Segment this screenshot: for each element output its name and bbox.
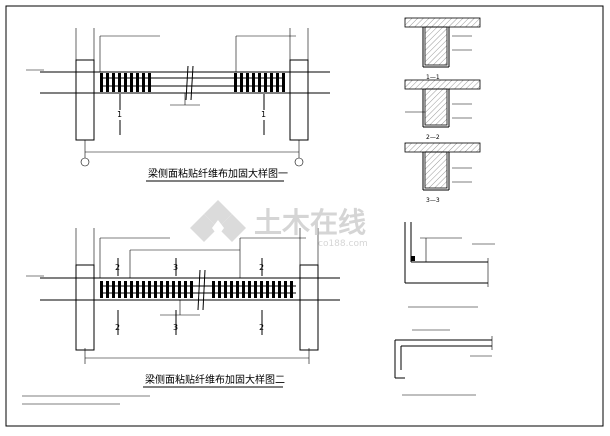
section-mark-2-bottom: 2 bbox=[115, 323, 120, 332]
section-label-3-3: 3—3 bbox=[426, 197, 440, 204]
watermark: 土木在线 co188.com bbox=[190, 200, 368, 249]
section-mark-2-right-top: 2 bbox=[259, 263, 264, 272]
section-2-2: 2—2 bbox=[404, 79, 481, 141]
detail-two: 2 2 3 3 2 2 梁侧面粘贴纤维布加固大样图二 bbox=[22, 228, 340, 405]
detail-one: 1 1 梁侧面粘贴纤维布加固大样图一 bbox=[26, 28, 330, 182]
section-label-1-1: 1—1 bbox=[426, 74, 440, 81]
detail-two-title: 梁侧面粘贴纤维布加固大样图二 bbox=[145, 373, 285, 386]
anchorage-detail-b bbox=[394, 329, 493, 396]
watermark-logo-icon bbox=[190, 200, 246, 242]
watermark-brand: 土木在线 bbox=[254, 206, 366, 239]
fiber-strips-2 bbox=[100, 281, 293, 298]
section-label-2-2: 2—2 bbox=[426, 134, 440, 141]
detail-one-title: 梁侧面粘贴纤维布加固大样图一 bbox=[148, 167, 288, 180]
section-mark-3-top: 3 bbox=[173, 263, 178, 272]
section-mark-2-top: 2 bbox=[115, 263, 120, 272]
watermark-site: co188.com bbox=[318, 239, 368, 249]
anchorage-detail-a bbox=[404, 222, 495, 308]
section-1-1: 1—1 bbox=[404, 17, 481, 81]
fiber-strips-right-1 bbox=[234, 73, 285, 92]
section-3-3: 3—3 bbox=[404, 142, 481, 204]
section-mark-2-right-bottom: 2 bbox=[259, 323, 264, 332]
section-mark-3-bottom: 3 bbox=[173, 323, 178, 332]
sheet-frame bbox=[5, 5, 604, 427]
section-mark-1-top: 1 bbox=[117, 110, 122, 119]
fiber-strips-left-1 bbox=[100, 73, 151, 92]
section-mark-1-right: 1 bbox=[261, 110, 266, 119]
